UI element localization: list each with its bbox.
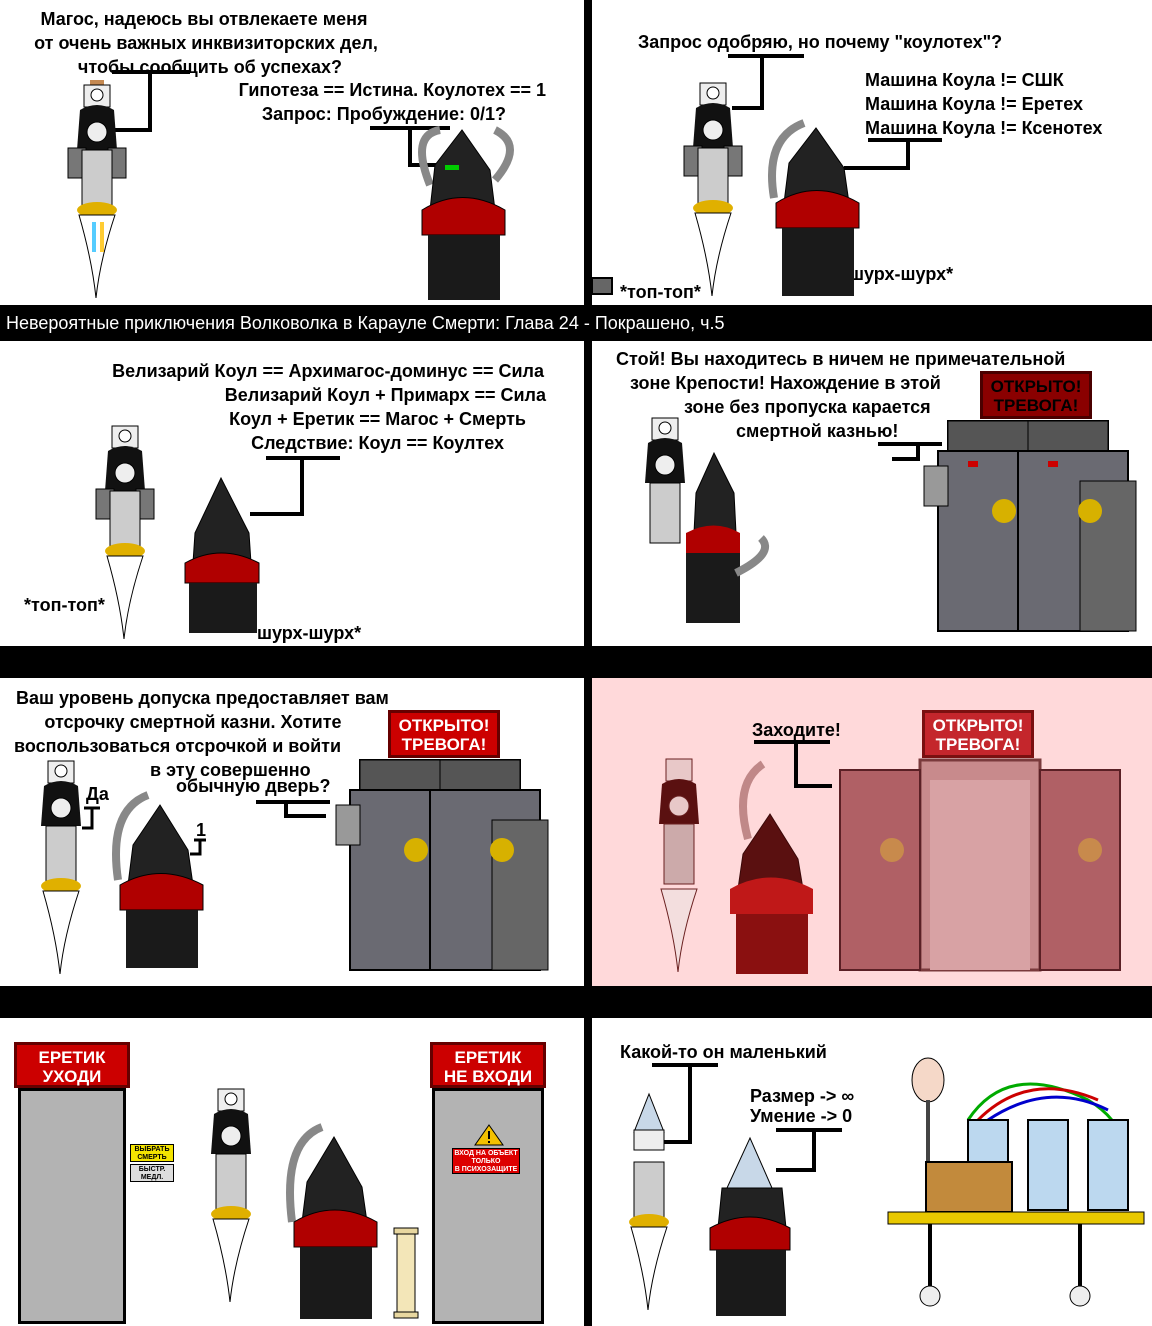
- inquisitor-speech-line-1: Магос, надеюсь вы отвлекаете меня: [40, 9, 368, 29]
- magos-character: [418, 126, 514, 300]
- magos-speech-line-3: Коул + Еретик == Магос + Смерть: [229, 409, 526, 429]
- heretic-leave-sign-line-1: ЕРЕТИК: [38, 1048, 106, 1067]
- panel-5: Ваш уровень допуска предоставляет вам от…: [0, 678, 584, 986]
- panel-8: Какой-то он маленький Размер -> ∞ Умение…: [592, 1018, 1152, 1326]
- sfx-steps: *топ-топ*: [24, 595, 105, 615]
- choose-death-button[interactable]: ВЫБРАТЬ СМЕРТЬ: [130, 1144, 174, 1162]
- magos-character: [112, 791, 204, 968]
- magos-speech-line-2: Велизарий Коул + Примарх == Сила: [224, 385, 546, 405]
- magos-character: [184, 476, 260, 633]
- heretic-leave-sign-line-2: УХОДИ: [42, 1067, 102, 1086]
- guard-speech-line-3: воспользоваться отсрочкой и войти: [14, 736, 342, 756]
- guard-speech-line-4: в эту совершенно: [150, 760, 311, 780]
- guard-speech-line-1: Стой! Вы находитесь в ничем не примечате…: [616, 349, 1066, 369]
- guard-speech-line-2: зоне Крепости! Нахождение в этой: [630, 373, 941, 393]
- sfx-rustle: *шурх-шурх*: [250, 623, 362, 643]
- magos-speech-line-3: Машина Коула != Ксенотех: [865, 118, 1103, 138]
- inquisitor-character: [211, 1088, 251, 1303]
- panel-4: Стой! Вы находитесь в ничем не примечате…: [592, 341, 1152, 646]
- magos-speech-line-1: Гипотеза == Истина. Коулотех == 1: [238, 80, 546, 100]
- alarm-sign-line-2: ТРЕВОГА!: [993, 396, 1079, 415]
- left-grey-door[interactable]: [18, 1088, 126, 1324]
- inquisitor-speech-line-2: от очень важных инквизиторских дел,: [34, 33, 378, 53]
- heretic-no-entry-sign-line-1: ЕРЕТИК: [454, 1048, 522, 1067]
- alarm-sign: ОТКРЫТО! ТРЕВОГА!: [980, 371, 1092, 419]
- choose-death-button-line-1: ВЫБРАТЬ: [134, 1146, 170, 1153]
- magos-speech-line-1: Машина Коула != СШК: [865, 70, 1064, 90]
- inquisitor-speech-line: Какой-то он маленький: [620, 1042, 827, 1062]
- inquisitor-and-magos-tinted: [659, 758, 813, 974]
- inquisitor-and-magos: [645, 417, 770, 623]
- inquisitor-character: [67, 80, 127, 299]
- alarm-sign-line-1: ОТКРЫТО!: [932, 716, 1024, 735]
- machine-apparatus: [887, 1057, 1145, 1307]
- inquisitor-character: [95, 425, 155, 640]
- guardian-terminators: [923, 420, 1137, 632]
- notice-line-3: В ПСИХОЗАЩИТЕ: [454, 1166, 518, 1173]
- alarm-sign-line-2: ТРЕВОГА!: [401, 735, 487, 754]
- magos-speech-line-2: Запрос: Пробуждение: 0/1?: [261, 104, 506, 124]
- magos-speech-line-4: Следствие: Коул == Коултех: [251, 433, 504, 453]
- notice-line-1: ВХОД НА ОБЪЕКТ: [454, 1150, 518, 1157]
- heretic-leave-sign: ЕРЕТИК УХОДИ: [14, 1042, 130, 1088]
- magos-speech-line-2: Умение -> 0: [750, 1106, 853, 1126]
- inquisitor-character: [41, 760, 81, 975]
- speech-tails: [250, 456, 340, 516]
- notice-line-2: ТОЛЬКО: [471, 1158, 501, 1165]
- inquisitor-character: [683, 82, 743, 297]
- alarm-sign: ОТКРЫТО! ТРЕВОГА!: [388, 710, 500, 758]
- panel-3: Велизарий Коул == Архимагос-доминус == С…: [0, 341, 584, 646]
- magos-character: [768, 119, 860, 296]
- column-pedestal: [393, 1227, 419, 1319]
- panel-2: Запрос одобряю, но почему "коулотех"? Ма…: [592, 0, 1152, 305]
- magos-speech-line-2: Машина Коула != Еретех: [865, 94, 1084, 114]
- chapter-title-banner: Невероятные приключения Волковолка в Кар…: [0, 309, 1152, 337]
- open-door-guardians: [839, 758, 1121, 972]
- sfx-steps: *топ-топ*: [620, 282, 701, 302]
- magos-character: [286, 1123, 378, 1319]
- heretic-no-entry-sign: ЕРЕТИК НЕ ВХОДИ: [430, 1042, 546, 1088]
- guardian-terminators: [335, 759, 549, 971]
- panel-1: Магос, надеюсь вы отвлекаете меня от оче…: [0, 0, 584, 305]
- guard-speech-line-2: отсрочку смертной казни. Хотите: [44, 712, 342, 732]
- speech-tails: [754, 740, 832, 788]
- speech-tails: [82, 800, 330, 856]
- guard-speech-line-3: зоне без пропуска карается: [684, 397, 931, 417]
- choose-death-button-line-2: СМЕРТЬ: [137, 1154, 167, 1161]
- sfx-rustle: *шурх-шурх*: [842, 264, 954, 284]
- guard-speech-line-1: Ваш уровень допуска предоставляет вам: [16, 688, 389, 708]
- inquisitor-character: [629, 1092, 669, 1311]
- inquisitor-reply: Да: [86, 784, 109, 804]
- alarm-sign-line-1: ОТКРЫТО!: [398, 716, 490, 735]
- panel-6: Заходите! ОТКРЫТО! ТРЕВОГА!: [592, 678, 1152, 986]
- guard-speech-line-5: обычную дверь?: [176, 776, 331, 796]
- speed-selector-button[interactable]: БЫСТР. МЕДЛ.: [130, 1164, 174, 1182]
- panel-7: ЕРЕТИК УХОДИ ЕРЕТИК НЕ ВХОДИ ВЫБРАТЬ СМЕ…: [0, 1018, 584, 1326]
- magos-character: [709, 1136, 791, 1316]
- alarm-sign: ОТКРЫТО! ТРЕВОГА!: [922, 710, 1034, 758]
- psychic-protection-notice: ВХОД НА ОБЪЕКТ ТОЛЬКО В ПСИХОЗАЩИТЕ: [452, 1148, 520, 1174]
- speech-tails: [652, 1063, 842, 1172]
- speed-selector-line-2: МЕДЛ.: [140, 1174, 164, 1181]
- speech-tails: [592, 54, 942, 295]
- alarm-sign-line-2: ТРЕВОГА!: [935, 735, 1021, 754]
- warning-triangle-icon: [474, 1124, 504, 1146]
- inquisitor-speech-line: Запрос одобряю, но почему "коулотех"?: [638, 32, 1003, 52]
- magos-speech-line-1: Размер -> ∞: [750, 1086, 855, 1106]
- magos-reply: 1: [196, 820, 207, 840]
- magos-speech-line-1: Велизарий Коул == Архимагос-доминус == С…: [112, 361, 544, 381]
- speech-tails: [878, 442, 942, 461]
- heretic-no-entry-sign-line-2: НЕ ВХОДИ: [443, 1067, 533, 1086]
- guard-speech-line-4: смертной казнью!: [736, 421, 899, 441]
- guard-speech-line: Заходите!: [752, 720, 841, 740]
- speed-selector-line-1: БЫСТР.: [138, 1166, 166, 1173]
- alarm-sign-line-1: ОТКРЫТО!: [990, 377, 1082, 396]
